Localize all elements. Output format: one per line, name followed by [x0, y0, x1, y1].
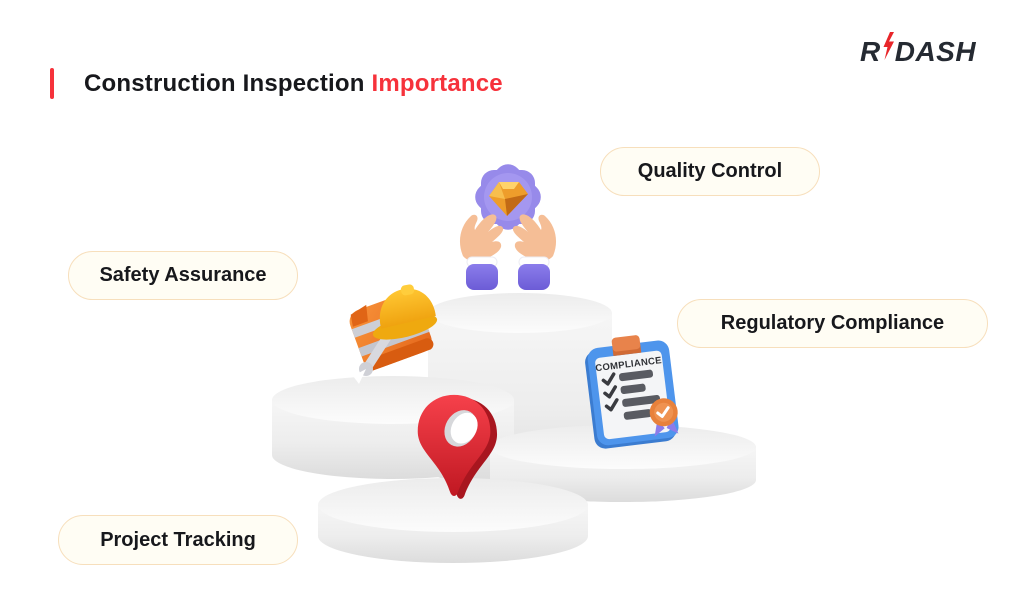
- logo-suffix: DASH: [894, 36, 977, 67]
- medal-icon: [649, 398, 679, 437]
- label-project-tracking-text: Project Tracking: [100, 528, 256, 551]
- safety-vest-helmet-wrench-icon: [349, 284, 438, 384]
- page-title: Construction Inspection Importance: [84, 70, 503, 98]
- gem-icon: [489, 182, 528, 216]
- rdash-logo: R DASH: [860, 32, 977, 68]
- page-title-primary: Construction Inspection: [84, 70, 372, 97]
- lightning-bolt-icon: [883, 32, 894, 60]
- title-accent-bar: [50, 68, 54, 99]
- hard-hat-icon: [372, 284, 438, 340]
- compliance-clipboard-icon: COMPLIANCE: [585, 335, 679, 449]
- label-project-tracking: Project Tracking: [58, 515, 298, 565]
- location-pin-icon: [417, 394, 498, 499]
- podium-step-front: [318, 478, 588, 563]
- badge-seal: [475, 164, 541, 230]
- label-safety-assurance: Safety Assurance: [68, 251, 298, 300]
- page-title-highlight: Importance: [371, 70, 503, 97]
- label-regulatory-compliance-text: Regulatory Compliance: [720, 312, 945, 334]
- label-regulatory-compliance: Regulatory Compliance: [677, 299, 988, 348]
- label-safety-assurance-text: Safety Assurance: [99, 264, 267, 286]
- pin-hole: [444, 410, 478, 447]
- logo-prefix: R: [860, 36, 881, 67]
- checklist-bars: [618, 369, 661, 420]
- checkmarks: [601, 372, 619, 412]
- hands-holding-badge-icon: [459, 164, 557, 290]
- label-quality-control-text: Quality Control: [637, 160, 783, 182]
- hand: [459, 214, 504, 290]
- label-quality-control: Quality Control: [600, 147, 820, 196]
